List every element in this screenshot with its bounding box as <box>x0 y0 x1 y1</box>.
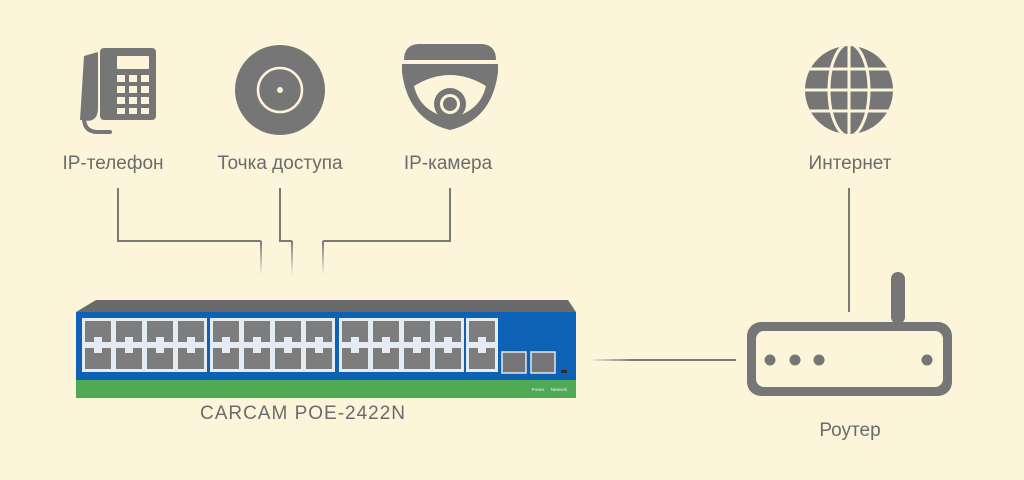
rj45-port <box>147 348 173 369</box>
desk-phone-icon <box>80 48 156 134</box>
rj45-port-tab <box>253 348 261 353</box>
sfp-ports <box>501 351 556 374</box>
router-icon <box>747 272 952 396</box>
rj45-port-tab <box>444 337 452 342</box>
rj45-port <box>213 321 239 342</box>
rj45-port-tab <box>125 337 133 342</box>
rj45-port <box>306 348 332 369</box>
access-point-icon <box>235 45 325 135</box>
rj45-port <box>116 348 142 369</box>
rj45-port-tab <box>413 337 421 342</box>
rj45-port <box>178 348 204 369</box>
rj45-port <box>404 348 430 369</box>
rj45-port <box>373 348 399 369</box>
rj45-port-tab <box>382 348 390 353</box>
ip-camera-label: IP-камера <box>403 153 493 174</box>
rj45-port <box>147 321 173 342</box>
rj45-port <box>373 321 399 342</box>
line-ip-phone <box>117 188 261 242</box>
connection-lines <box>117 188 850 361</box>
line-ip-camera <box>323 188 451 242</box>
rj45-port-tab <box>478 348 486 353</box>
line-access-point <box>279 188 292 242</box>
rj45-port-tab <box>413 348 421 353</box>
rj45-port <box>244 348 270 369</box>
rj45-port <box>275 321 301 342</box>
rj45-port <box>306 321 332 342</box>
line-ip-camera-fade <box>322 241 324 275</box>
rj45-port-tab <box>125 348 133 353</box>
rj45-port <box>342 348 368 369</box>
sfp-port <box>530 351 556 374</box>
rj45-port <box>178 321 204 342</box>
rj45-port-tab <box>94 348 102 353</box>
globe-icon <box>805 46 893 134</box>
rj45-port-tab <box>187 337 195 342</box>
rj45-port-tab <box>253 337 261 342</box>
rj45-port <box>85 348 111 369</box>
indicator-power-label: Power <box>532 387 545 392</box>
rj45-port-tab <box>156 348 164 353</box>
rj45-port <box>469 321 495 342</box>
access-point-label: Точка доступа <box>217 153 343 174</box>
switch-device: Power Network <box>76 300 576 398</box>
ip-phone-label: IP-телефон <box>62 153 164 174</box>
led-indicator <box>561 370 567 373</box>
rj45-port-tab <box>222 337 230 342</box>
rj45-port-tab <box>284 348 292 353</box>
rj45-port-tab <box>444 348 452 353</box>
rj45-port-tab <box>478 337 486 342</box>
rj45-port-tab <box>351 337 359 342</box>
rj45-port-tab <box>315 337 323 342</box>
rj45-port-tab <box>351 348 359 353</box>
rj45-port-tab <box>94 337 102 342</box>
rj45-port <box>275 348 301 369</box>
rj45-port-tab <box>187 348 195 353</box>
indicator-network-label: Network <box>551 387 568 392</box>
switch-bottom-strip <box>76 380 576 398</box>
internet-label: Интернет <box>808 153 892 174</box>
rj45-port <box>404 321 430 342</box>
rj45-port <box>342 321 368 342</box>
rj45-port <box>213 348 239 369</box>
switch-model-label: CARCAM POE-2422N <box>199 403 407 424</box>
rj45-port <box>85 321 111 342</box>
rj45-port <box>244 321 270 342</box>
rj45-port <box>435 348 461 369</box>
rj45-port-tab <box>222 348 230 353</box>
line-router-switch <box>588 359 736 361</box>
rj45-port-tab <box>315 348 323 353</box>
rj45-port-tab <box>156 337 164 342</box>
dome-camera-icon <box>402 44 498 130</box>
rj45-port <box>435 321 461 342</box>
line-ip-phone-fade <box>260 241 262 275</box>
rj45-port-tab <box>382 337 390 342</box>
line-access-point-fade <box>291 241 293 275</box>
sfp-port <box>501 351 527 374</box>
switch-top <box>76 300 576 312</box>
rj45-port <box>116 321 142 342</box>
router-label: Роутер <box>819 420 881 441</box>
rj45-port <box>469 348 495 369</box>
port-groups <box>82 318 498 372</box>
rj45-port-tab <box>284 337 292 342</box>
